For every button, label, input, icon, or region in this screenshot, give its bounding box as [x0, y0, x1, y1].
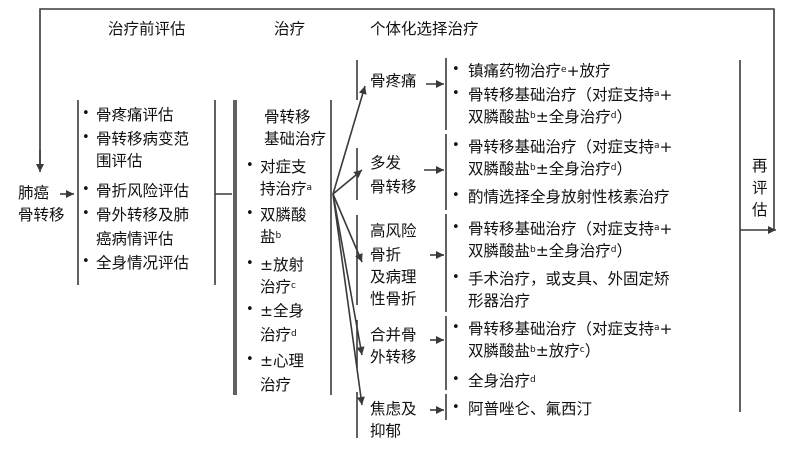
header-individualized: 个体化选择治疗 [370, 20, 479, 38]
treatment-item-3-line-1: 治疗d [260, 326, 297, 344]
condition-2-option-0-line-1: 双膦酸盐b±全身治疗d） [468, 242, 632, 260]
option-bullet: • [452, 270, 460, 285]
option-bullet: • [452, 138, 460, 153]
option-bullet: • [452, 62, 460, 77]
arrow-head [356, 346, 365, 355]
option-bullet: • [452, 372, 460, 387]
arrow-head [358, 86, 367, 95]
condition-3-label-line-0: 合并骨 [370, 326, 417, 344]
condition-2-label-line-1: 骨折 [370, 246, 402, 264]
condition-2-label-line-2: 及病理 [370, 268, 417, 286]
arrow-head [353, 170, 362, 179]
pre-item-3-line-1: 癌病情评估 [96, 230, 174, 248]
condition-1-label-line-0: 多发 [370, 154, 402, 172]
condition-0-option-1-line-0: 骨转移基础治疗（对症支持a+ [468, 86, 673, 104]
treatment-item-bullet: • [246, 352, 254, 367]
reassess-label-line: 评 [752, 179, 768, 197]
option-bullet: • [452, 400, 460, 415]
treatment-item-0-line-0: 对症支 [260, 158, 307, 176]
arrow-head [66, 190, 74, 198]
treatment-item-0-line-1: 持治疗a [260, 180, 313, 198]
condition-4-label-line-0: 焦虑及 [370, 400, 417, 418]
condition-1-label-line-1: 骨转移 [370, 178, 417, 196]
condition-3-label-line-1: 外转移 [370, 348, 417, 366]
arrow-head [436, 166, 444, 174]
fan-arrow-0 [332, 85, 366, 195]
treatment-item-bullet: • [246, 256, 254, 271]
pre-item-0-line-0: 骨疼痛评估 [96, 106, 174, 124]
condition-2-option-0-line-0: 骨转移基础治疗（对症支持a+ [468, 220, 673, 238]
condition-1-option-0-line-1: 双膦酸盐b±全身治疗d） [468, 160, 632, 178]
header-treatment: 治疗 [274, 20, 306, 38]
arrow-head [36, 164, 44, 172]
condition-4-option-0-line-0: 阿普唑仑、氟西汀 [468, 400, 593, 418]
option-bullet: • [452, 320, 460, 335]
condition-2-label-line-0: 高风险 [370, 222, 417, 240]
option-bullet: • [452, 188, 460, 203]
reassess-label-line: 再 [752, 157, 768, 175]
pre-item-3-line-0: 骨外转移及肺 [96, 206, 190, 224]
treatment-item-2-line-0: ±放射 [260, 256, 304, 274]
fan-arrow-4 [332, 193, 363, 406]
condition-3-option-0-line-0: 骨转移基础治疗（对症支持a+ [468, 320, 673, 338]
arrow-head [436, 251, 444, 259]
condition-0-option-1-line-1: 双膦酸盐b±全身治疗d） [468, 108, 632, 126]
condition-1-option-1-line-0: 酌情选择全身放射性核素治疗 [468, 188, 670, 206]
pre-item-bullet: • [82, 206, 90, 221]
condition-2-option-1-line-0: 手术治疗，或支具、外固定矫 [468, 270, 670, 288]
pre-item-bullet: • [82, 106, 90, 121]
pre-item-1-line-1: 围评估 [96, 152, 143, 170]
arrow-head [355, 253, 363, 262]
treatment-item-3-line-0: ±全身 [260, 302, 304, 320]
arrow-head [768, 226, 776, 234]
treatment-item-4-line-0: ±心理 [260, 352, 304, 370]
pre-item-bullet: • [82, 254, 90, 269]
treatment-item-bullet: • [246, 206, 254, 221]
pre-item-4-line-0: 全身情况评估 [96, 254, 190, 272]
treatment-title-line: 骨转移 [264, 108, 311, 126]
reassess-label-line: 估 [752, 201, 768, 219]
arrow-head [436, 80, 444, 88]
option-bullet: • [452, 220, 460, 235]
treatment-title-line: 基础治疗 [264, 130, 327, 148]
condition-3-option-1-line-0: 全身治疗d [468, 372, 536, 390]
condition-2-option-1-line-1: 形器治疗 [468, 292, 531, 310]
arrow-head [356, 396, 365, 405]
treatment-item-1-line-1: 盐b [260, 228, 282, 246]
arrow-head [436, 336, 444, 344]
condition-1-option-0-line-0: 骨转移基础治疗（对症支持a+ [468, 138, 673, 156]
treatment-item-bullet: • [246, 158, 254, 173]
treatment-item-1-line-0: 双膦酸 [260, 206, 307, 224]
pre-item-1-line-0: 骨转移病变范 [96, 130, 190, 148]
pre-item-2-line-0: 骨折风险评估 [96, 182, 190, 200]
treatment-item-2-line-1: 治疗c [260, 278, 296, 296]
header-pre-assessment: 治疗前评估 [108, 20, 186, 38]
condition-2-label-line-3: 性骨折 [370, 290, 417, 308]
start-node-line: 肺癌 [18, 184, 50, 202]
start-node-line: 骨转移 [18, 206, 65, 224]
feedback-loop-line [39, 8, 775, 230]
pre-item-bullet: • [82, 130, 90, 145]
condition-4-label-line-1: 抑郁 [370, 422, 402, 440]
pre-item-bullet: • [82, 182, 90, 197]
option-bullet: • [452, 86, 460, 101]
treatment-item-4-line-1: 治疗 [260, 376, 292, 394]
treatment-item-bullet: • [246, 302, 254, 317]
arrow-head [436, 406, 444, 414]
condition-0-label-line-0: 骨疼痛 [370, 72, 417, 90]
condition-3-option-0-line-1: 双膦酸盐b±放疗c） [468, 342, 601, 360]
condition-0-option-0-line-0: 镇痛药物治疗e+放疗 [468, 62, 611, 80]
